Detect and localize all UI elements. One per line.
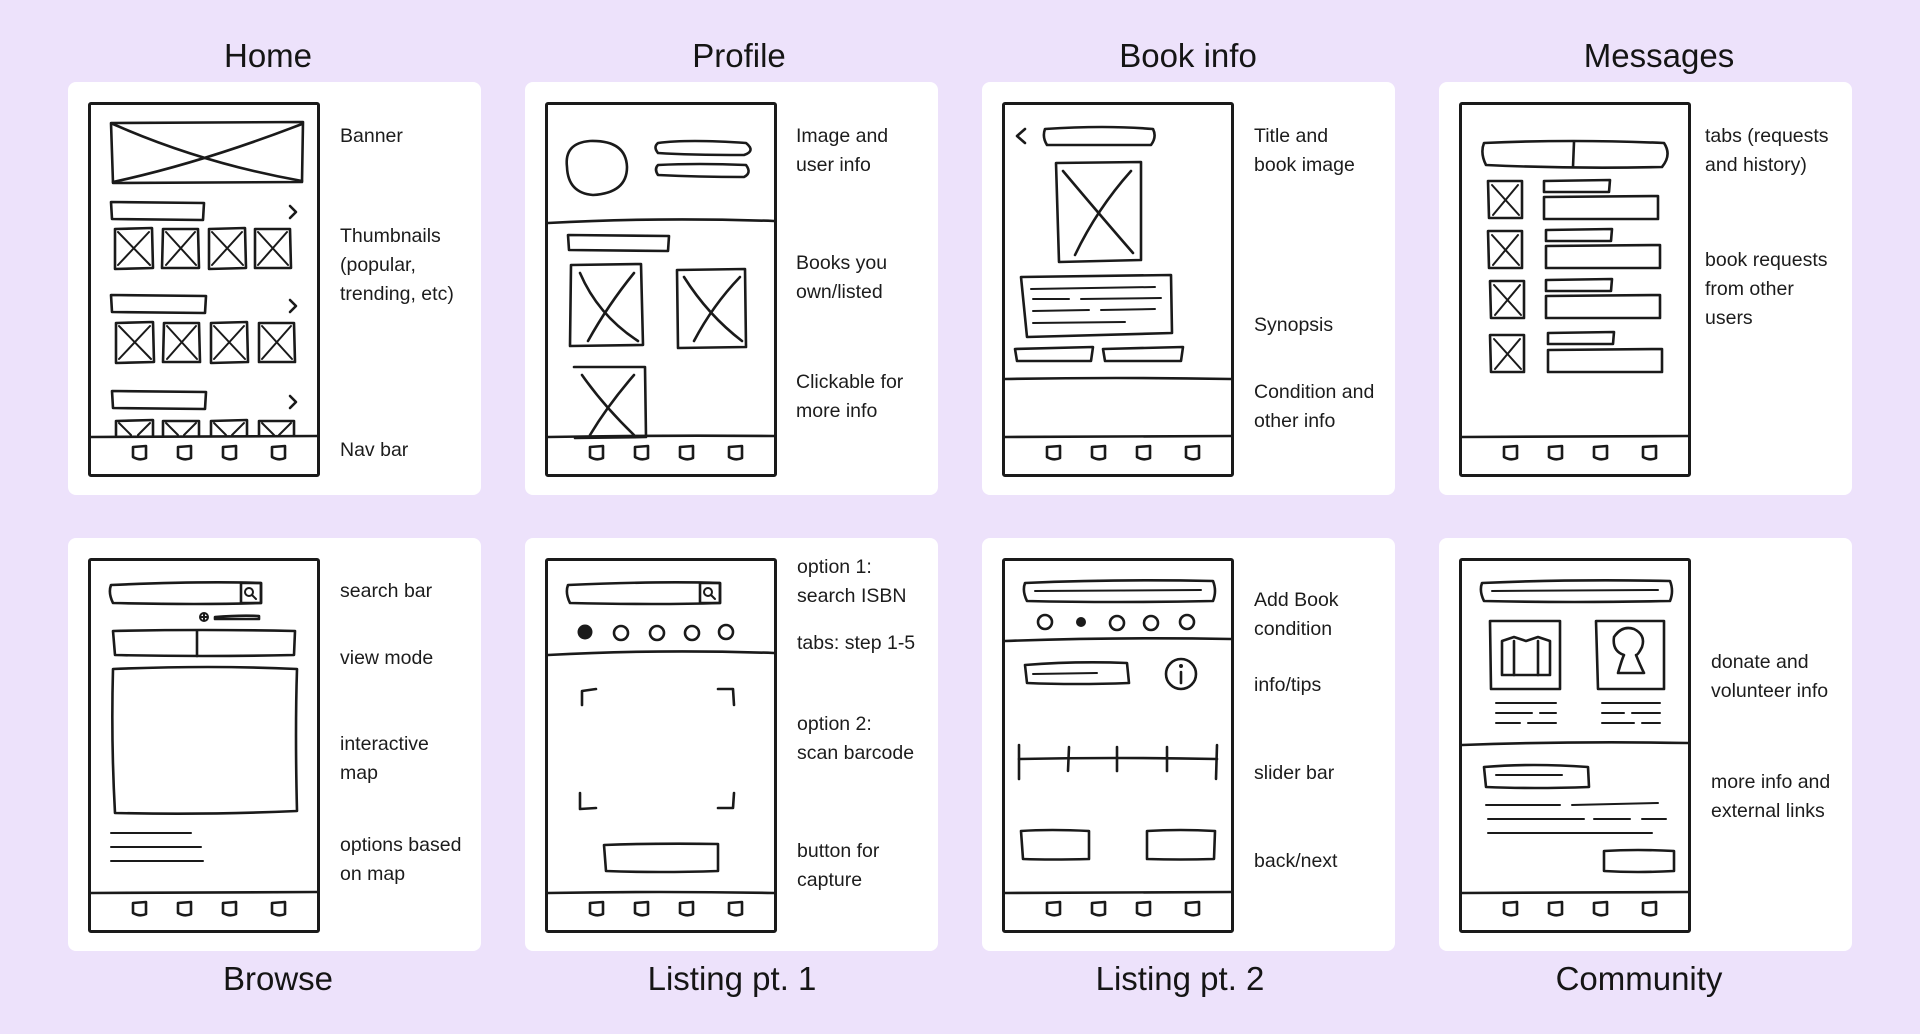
screen-title-profile: Profile <box>692 37 786 74</box>
screen-title-community: Community <box>1555 960 1723 997</box>
phone-frame <box>545 102 777 477</box>
annotation-thumbnails: Thumbnails (popular, trending, etc) <box>340 225 454 305</box>
annotation-interactive-map: interactive map <box>340 733 429 784</box>
annotation-synopsis: Synopsis <box>1254 314 1334 336</box>
screen-title-home: Home <box>223 37 313 74</box>
annotation-scan-barcode: option 2: scan barcode <box>797 713 915 764</box>
phone-frame <box>545 558 777 933</box>
annotation-add-condition: Add Book condition <box>1254 589 1339 640</box>
annotation-image-user-info: Image and user info <box>796 125 889 176</box>
annotation-step-tabs: tabs: step 1-5 <box>797 632 916 654</box>
wireframe-card-home: Banner Thumbnails (popular, trending, et… <box>68 82 481 495</box>
screen-title-listing-2: Listing pt. 2 <box>1095 960 1265 997</box>
annotation-donate-volunteer: donate and volunteer info <box>1711 651 1829 702</box>
annotation-info-tips: info/tips <box>1254 674 1322 696</box>
screen-title-book-info: Book info <box>1119 37 1257 74</box>
annotation-books-owned: Books you own/listed <box>796 252 888 303</box>
annotation-capture-button: button for capture <box>797 840 880 891</box>
annotation-tabs: tabs (requests and history) <box>1705 125 1829 176</box>
back-arrow-icon <box>1015 127 1027 145</box>
annotation-book-requests: book requests from other users <box>1705 249 1828 329</box>
annotation-slider-bar: slider bar <box>1254 762 1335 784</box>
wireframe-card-listing-1: option 1: search ISBN tabs: step 1-5 opt… <box>525 538 938 951</box>
phone-frame <box>1459 102 1691 477</box>
phone-frame <box>88 102 320 477</box>
phone-frame <box>88 558 320 933</box>
annotation-view-mode: view mode <box>340 647 434 669</box>
screen-title-listing-1: Listing pt. 1 <box>647 960 817 997</box>
wireframe-card-book-info: Title and book image Synopsis Condition … <box>982 82 1395 495</box>
phone-frame <box>1459 558 1691 933</box>
annotation-banner: Banner <box>340 125 403 147</box>
annotation-nav-bar: Nav bar <box>340 439 409 461</box>
phone-frame <box>1002 102 1234 477</box>
annotation-clickable: Clickable for more info <box>796 371 904 422</box>
info-icon <box>1164 657 1198 691</box>
wireframe-card-listing-2: Add Book condition info/tips slider bar … <box>982 538 1395 951</box>
screen-title-browse: Browse <box>222 960 334 997</box>
wireframe-card-community: donate and volunteer info more info and … <box>1439 538 1852 951</box>
phone-frame <box>1002 558 1234 933</box>
annotation-title-book-image: Title and book image <box>1254 125 1355 176</box>
annotation-map-options: options based on map <box>340 834 462 885</box>
annotation-search-isbn: option 1: search ISBN <box>797 556 907 607</box>
annotation-more-info-links: more info and external links <box>1711 771 1831 822</box>
annotation-back-next: back/next <box>1254 850 1338 872</box>
annotation-search-bar: search bar <box>340 580 433 602</box>
wireframe-card-profile: Image and user info Books you own/listed… <box>525 82 938 495</box>
screen-title-messages: Messages <box>1583 37 1735 74</box>
wireframe-card-browse: search bar view mode interactive map opt… <box>68 538 481 951</box>
annotation-condition: Condition and other info <box>1254 381 1375 432</box>
wireframe-card-messages: tabs (requests and history) book request… <box>1439 82 1852 495</box>
